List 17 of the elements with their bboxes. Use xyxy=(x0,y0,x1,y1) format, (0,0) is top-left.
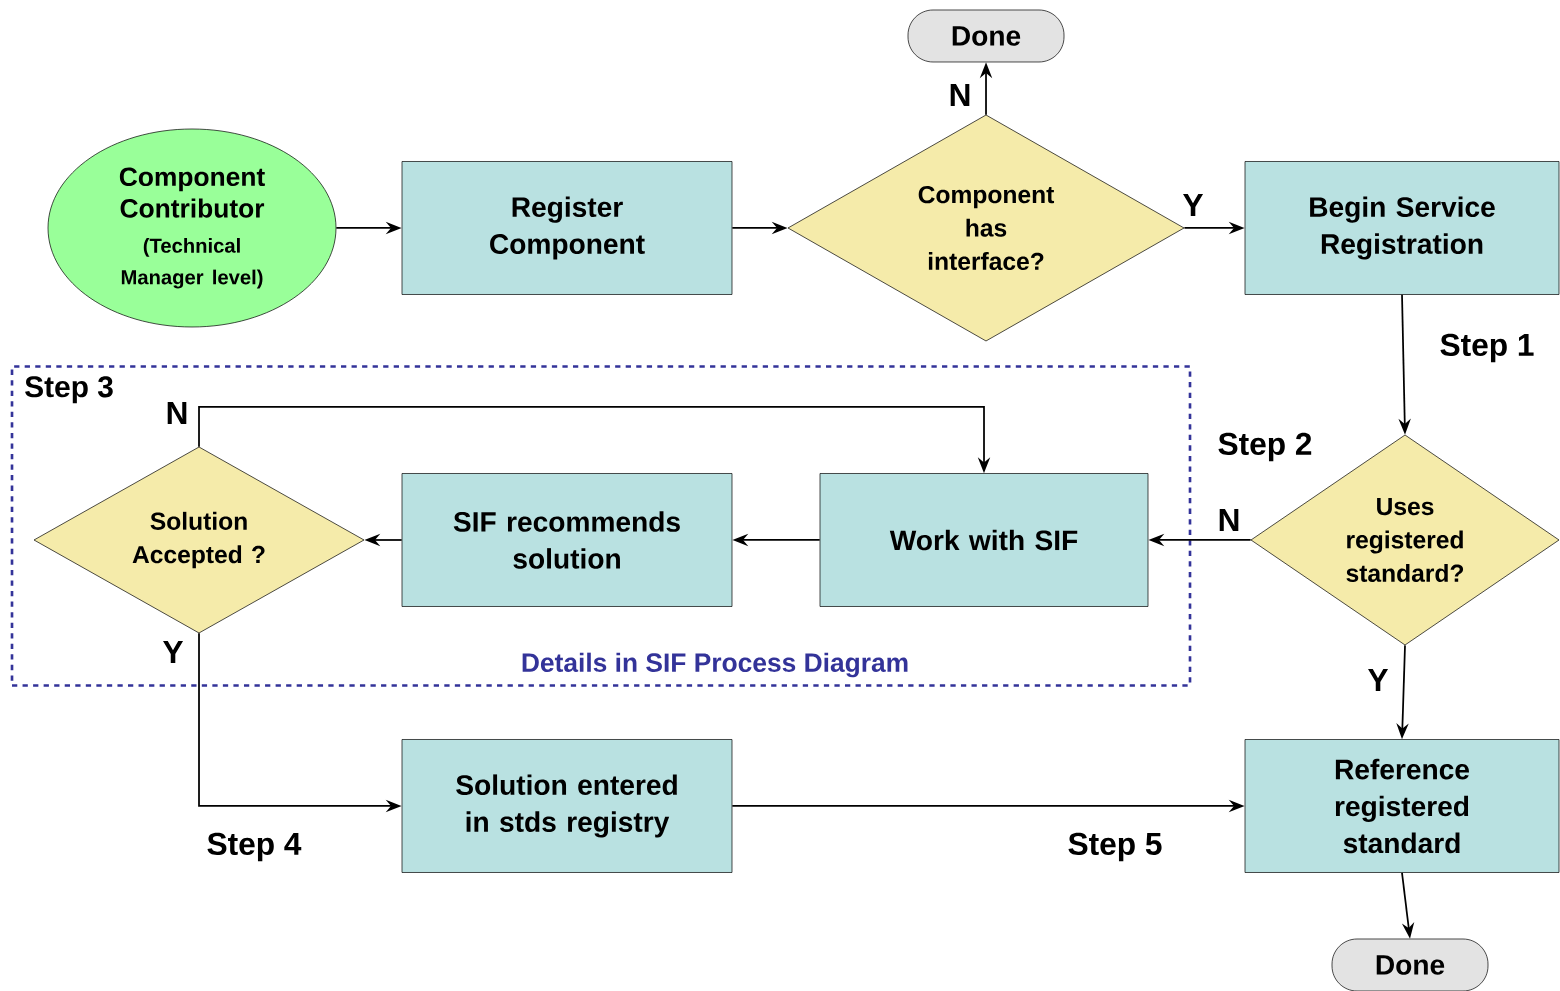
edge-label: Y xyxy=(163,641,184,663)
edge-label: N xyxy=(950,84,970,106)
edge-label: Y xyxy=(1368,669,1389,691)
process-box: SIF recommends solution xyxy=(401,473,733,607)
step-label: Step 5 xyxy=(1068,832,1162,862)
terminal-box: Done xyxy=(907,9,1065,63)
process-box: Reference registered standard xyxy=(1244,739,1560,873)
edge-label: Y xyxy=(1183,194,1204,216)
process-box: Work with SIF xyxy=(819,473,1149,607)
step-label: Step 4 xyxy=(207,832,302,862)
edge-label: N xyxy=(167,402,187,424)
terminal-box: Done xyxy=(1331,938,1489,991)
process-box: Begin Service Registration xyxy=(1244,161,1560,295)
process-box: Register Component xyxy=(401,161,733,295)
process-box: Solution entered in stds registry xyxy=(401,739,733,873)
edge-label: Step 1 xyxy=(1440,333,1534,363)
edge-label: N xyxy=(1219,509,1239,531)
